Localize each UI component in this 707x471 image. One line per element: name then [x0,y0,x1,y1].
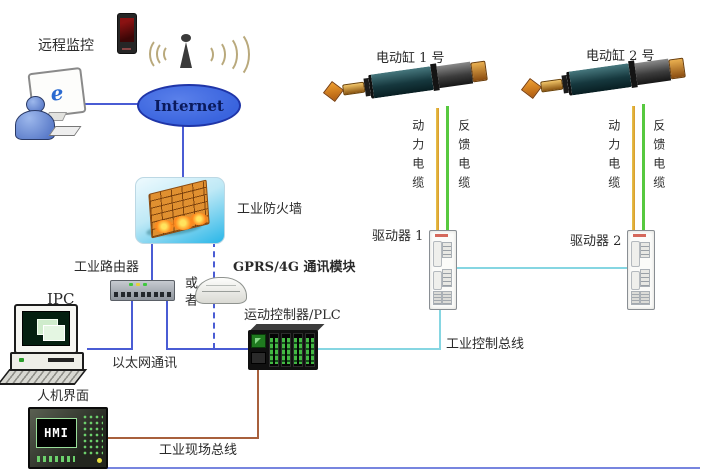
driver-terminal [640,291,650,305]
mobile-phone-icon [117,13,137,54]
power-cable-label-1: 动力电缆 [410,119,425,195]
gprs-modem-icon [195,277,247,304]
cylinder1-label: 电动缸 1 号 [376,51,445,66]
cylinder-body [367,65,434,99]
rod-fitting [342,81,366,96]
field-bus-label: 工业现场总线 [159,443,238,458]
line-router-leg-left [131,298,133,350]
wireless-wave-icon [149,37,175,71]
driver2-label: 驱动器 2 [570,234,622,249]
servo-driver-1-icon [429,230,457,310]
plc-label: 运动控制器/PLC [244,308,341,323]
antenna-head-icon [181,34,191,42]
phone-screen [120,18,134,42]
driver-connector [433,271,442,290]
line-pc-internet [72,103,138,105]
hmi-label: 人机界面 [37,389,90,404]
hmi-panel-icon: HMI [28,407,108,469]
control-bus-label: 工业控制总线 [446,337,525,352]
driver-terminal [442,242,452,258]
gprs-label: GPRS/4G 通讯模块 [233,260,356,275]
driver-logo [435,234,448,237]
line-ethernet-ipc [87,348,133,350]
ipc-window [43,325,65,342]
plc-io-modules [269,333,315,367]
industrial-router-icon [110,280,175,301]
ipc-label: IPC [47,290,75,308]
antenna-tower-icon [180,42,192,68]
ipc-monitor-icon [14,304,78,354]
hmi-function-keys [37,456,75,462]
plc-cpu-slot [251,352,266,364]
driver-connector [631,271,640,290]
remote-monitoring-label: 远程监控 [38,38,94,54]
cylinder-body [565,62,632,96]
servo-driver-2-icon [627,230,655,310]
user-body-icon [15,110,55,140]
driver-connector [631,241,640,267]
line-ethernet-plc [166,348,248,350]
line-firewall-router [151,241,153,281]
wireless-wave-icon [218,30,250,79]
driver-connector [433,241,442,267]
driver-terminal [640,242,650,258]
ipc-keyboard-icon [0,369,88,385]
firewall-label: 工业防火墙 [237,202,303,217]
internet-label: Internet [154,96,224,115]
hmi-keypad [82,414,103,456]
motor-section [436,61,474,88]
flame-icon [190,213,208,225]
rod-fitting [540,78,564,93]
driver-terminal [442,269,452,287]
motor-section [634,58,672,85]
industrial-firewall-icon [135,177,225,244]
driver-logo [633,234,646,237]
power-cable-label-2: 动力电缆 [606,119,621,195]
phone-button [122,48,131,50]
line-controlbus-horizontal [317,348,441,350]
line-internet-firewall [182,122,184,178]
end-cap [470,60,488,82]
plc-cpu-module [251,334,266,366]
line-controlbus-driver1-driver2 [455,267,627,269]
line-fieldbus-vertical [257,369,259,439]
hmi-power-led [97,458,102,463]
power-cable-1 [436,108,439,230]
small-keyboard-icon [48,126,82,136]
feedback-cable-label-2: 反馈电缆 [651,119,666,195]
line-controlbus-driver1 [439,307,441,350]
power-cable-2 [632,106,635,230]
or-label: 或者 [181,276,197,310]
ethernet-label: 以太网通讯 [112,356,178,371]
cylinder2-label: 电动缸 2 号 [586,49,655,64]
feedback-cable-1 [446,106,449,230]
end-cap [668,57,686,79]
feedback-cable-2 [642,104,645,230]
feedback-cable-label-1: 反馈电缆 [456,119,471,195]
router-label: 工业路由器 [74,260,140,275]
plc-cpu-display [251,334,266,348]
driver1-label: 驱动器 1 [372,229,424,244]
hmi-screen: HMI [36,418,77,448]
clevis-end [322,80,344,102]
bottom-border-line [57,467,700,469]
plc-icon [248,330,318,370]
hmi-screen-text: HMI [44,426,69,440]
ipc-screen [22,311,70,346]
line-fieldbus-horizontal [103,437,259,439]
driver-terminal [631,291,640,305]
driver-terminal [640,269,650,287]
flame-icon [154,220,174,233]
browser-e-icon: e [49,80,65,106]
router-ports [114,292,171,297]
driver-terminal [442,291,452,305]
clevis-end [520,77,542,99]
line-router-leg-right [166,298,168,350]
router-leds [129,283,147,286]
internet-cloud: Internet [137,84,241,127]
flame-icon [172,216,194,230]
driver-terminal [433,291,442,305]
